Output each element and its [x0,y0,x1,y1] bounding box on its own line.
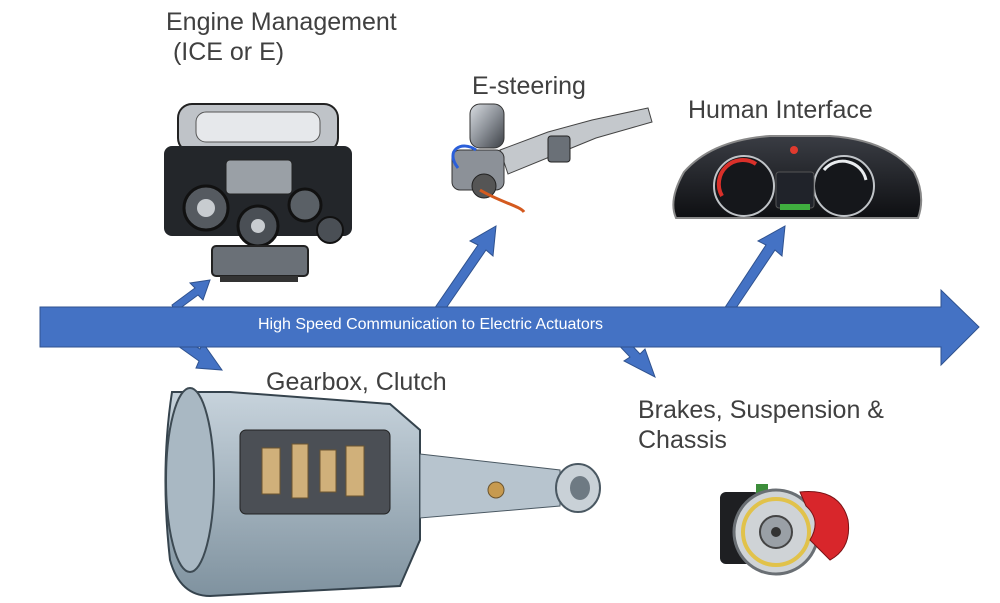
engine-label-line2: (ICE or E) [166,37,285,66]
bus-arrow [39,288,980,367]
arrow-to-hmi [721,225,786,315]
brakes-label-line2: Chassis [638,425,727,454]
gearbox-label: Gearbox, Clutch [266,368,447,396]
engine-image [164,103,352,282]
arrow-to-steering [431,225,497,315]
instrument-cluster-image [672,135,923,219]
arrow-to-engine [171,279,211,313]
steering-column-image [451,103,653,214]
engine-label-line1: Engine Management [166,8,397,36]
steering-label: E-steering [472,72,586,100]
brake-disc-image [720,484,850,576]
gearbox-image [164,387,601,598]
bus-label: High Speed Communication to Electric Act… [258,316,604,333]
hmi-label: Human Interface [688,96,873,124]
engine-label: Engine Management (ICE or E) [166,8,397,67]
brakes-label: Brakes, Suspension & Chassis [638,396,884,455]
brakes-label-line1: Brakes, Suspension & [638,396,884,424]
